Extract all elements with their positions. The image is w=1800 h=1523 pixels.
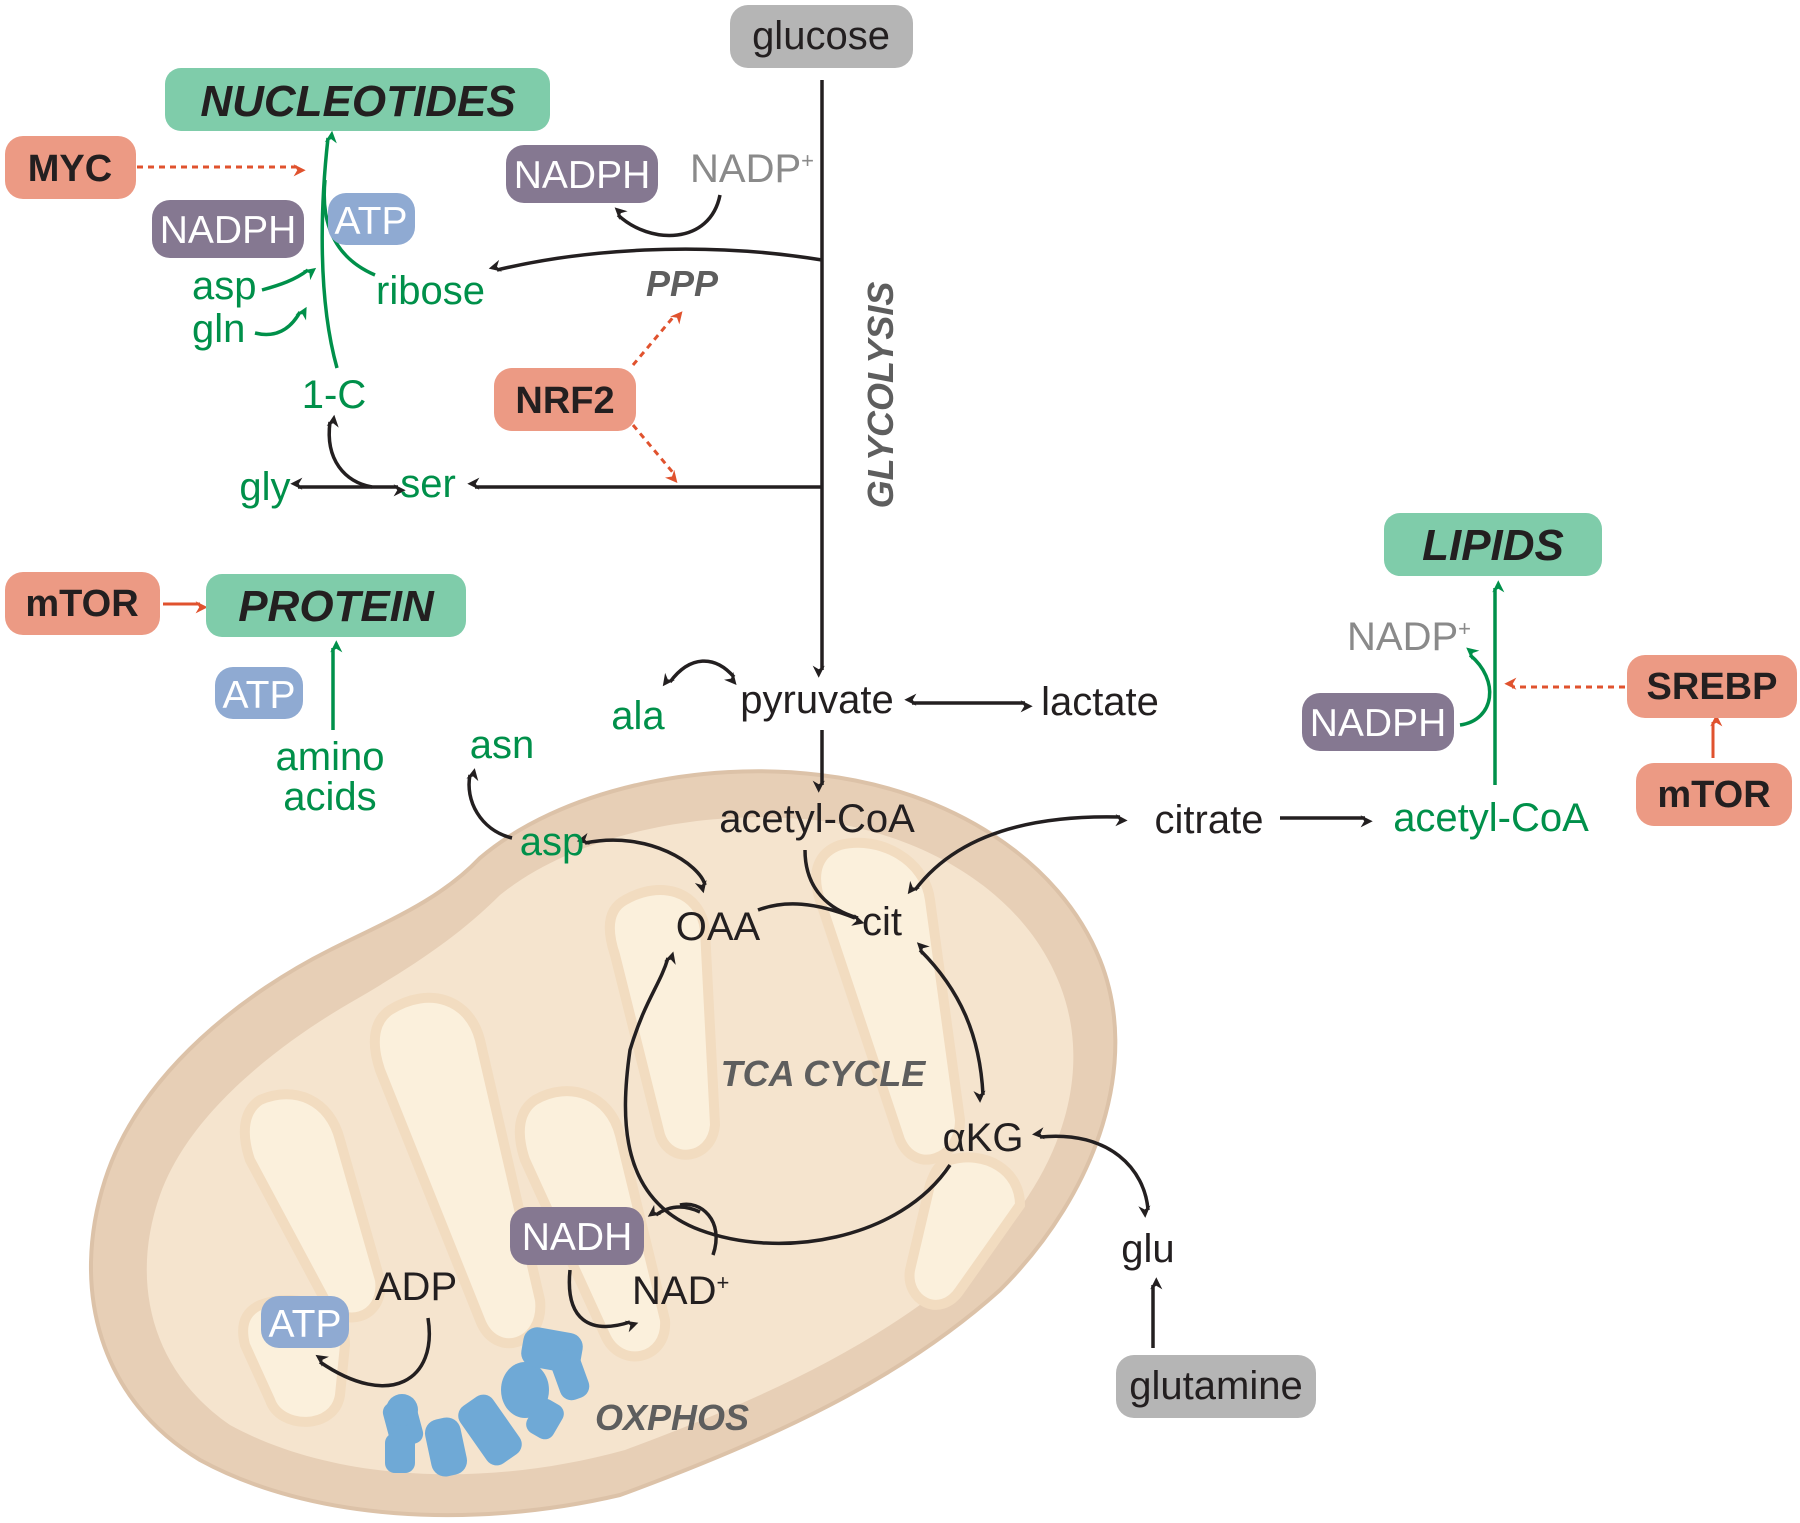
one-c-label: 1-C [302, 373, 366, 417]
lipids-label: LIPIDS [1422, 521, 1564, 570]
arrow-cit-citrate [907, 814, 1128, 895]
labels: glucose glutamine NUCLEOTIDES PROTEIN LI… [25, 14, 1777, 1438]
boxes [5, 5, 1797, 1418]
asn-label: asn [470, 723, 535, 767]
arrow-to-1c [326, 414, 373, 489]
arrow-1c-nucleotides [320, 130, 339, 369]
atp-oxphos-box [261, 1296, 349, 1348]
arrow-cit-akg [916, 942, 986, 1103]
adp-label: ADP [375, 1265, 457, 1309]
arrow-oaa-cit [757, 902, 856, 920]
mtor-lipid-label: mTOR [1657, 774, 1770, 816]
atp-nuc-label: ATP [335, 200, 408, 243]
mtor-lipid-box [1636, 763, 1792, 826]
nucleotides-label: NUCLEOTIDES [200, 77, 515, 126]
srebp-label: SREBP [1647, 666, 1778, 708]
oaa-label: OAA [676, 905, 761, 949]
regulatory-arrows [137, 164, 1723, 758]
arrow-akg-glu [1032, 1127, 1151, 1218]
arrow-nadph-nadp [1459, 647, 1492, 727]
gly-label: gly [239, 465, 290, 509]
atp-oxphos-label: ATP [269, 1303, 342, 1346]
asp-nuc-label: asp [192, 264, 257, 308]
glutamine-label: glutamine [1129, 1364, 1302, 1408]
tca-cycle-arc [623, 951, 952, 1246]
glucose-label: glucose [752, 14, 890, 58]
nadph-nuc-box [152, 200, 304, 258]
asp-label: asp [520, 820, 585, 864]
arrow-nrf2-ser [631, 424, 678, 484]
glu-label: glu [1121, 1227, 1174, 1271]
ser-label: ser [400, 462, 456, 506]
arrow-pyruvate-ala [662, 659, 737, 687]
gln-nuc-label: gln [192, 307, 245, 351]
arrow-asp-oaa [576, 832, 707, 894]
oxphos-label: OXPHOS [595, 1397, 749, 1438]
akg-label: αKG [943, 1116, 1024, 1160]
tca-cycle-label: TCA CYCLE [721, 1053, 927, 1094]
pyruvate-label: pyruvate [740, 678, 893, 722]
acetyl-coa-cyto-label: acetyl-CoA [1393, 796, 1589, 840]
mtor-protein-box [5, 572, 160, 635]
arrow-asp-nucleotides [261, 267, 317, 292]
lactate-label: lactate [1041, 680, 1159, 724]
arrow-nrf2-ppp [631, 311, 683, 366]
arrow-gln-nucleotides [254, 306, 307, 337]
arrow-asp-asn [466, 768, 513, 840]
ala-label: ala [611, 694, 665, 738]
nadph-ppp-box [506, 145, 658, 203]
arrow-nad-nadh-head [647, 1204, 701, 1217]
glycolysis-label: GLYCOLYSIS [860, 282, 901, 509]
atp-synthase [521, 1327, 590, 1401]
arrow-nadp-to-nadph [614, 194, 722, 238]
srebp-box [1627, 655, 1797, 718]
black-arrows [290, 80, 1373, 1388]
atp-protein-box [215, 667, 303, 719]
nrf2-label: NRF2 [515, 380, 614, 422]
atp-protein-label: ATP [223, 674, 296, 717]
arrow-to-ribose [488, 247, 823, 272]
arrow-nad-nadh [679, 1202, 718, 1256]
nadph-lipid-box [1302, 693, 1454, 751]
complex-ii [424, 1417, 468, 1477]
protein-label: PROTEIN [238, 582, 435, 631]
oxphos-complexes [382, 1327, 590, 1477]
nadp-lipid-label: NADP+ [1347, 615, 1471, 659]
nadp-ppp-label: NADP+ [690, 147, 814, 191]
glucose-box [730, 5, 913, 68]
complex-i [382, 1394, 424, 1473]
arrow-nadh-nad [567, 1269, 639, 1333]
arrow-adp-atp [315, 1317, 431, 1388]
mito-crista [239, 1089, 386, 1323]
mito-crista [904, 1152, 1026, 1310]
nrf2-box [494, 368, 636, 431]
amino-acids-label-1: amino [276, 735, 385, 779]
lipids-box [1384, 513, 1602, 576]
glutamine-box [1116, 1355, 1316, 1418]
nadph-nuc-label: NADPH [160, 209, 297, 252]
nucleotides-box [165, 68, 550, 131]
mtor-protein-label: mTOR [25, 583, 138, 625]
protein-box [206, 574, 466, 637]
ppp-label: PPP [646, 263, 719, 304]
ribose-label: ribose [376, 269, 485, 313]
acetyl-coa-mito-label: acetyl-CoA [719, 797, 915, 841]
atp-nuc-box [328, 193, 415, 245]
nadph-lipid-label: NADPH [1310, 702, 1447, 745]
complex-iii [458, 1394, 522, 1466]
complex-iv-b [526, 1398, 564, 1440]
cit-label: cit [862, 900, 902, 944]
nadh-box [510, 1207, 644, 1265]
green-arrows [254, 130, 1505, 785]
myc-label: MYC [28, 148, 112, 190]
citrate-label: citrate [1155, 798, 1264, 842]
myc-box [5, 136, 136, 199]
nad-label: NAD+ [632, 1269, 729, 1313]
nadh-label: NADH [522, 1216, 633, 1259]
nadph-ppp-label: NADPH [514, 154, 651, 197]
amino-acids-label-2: acids [283, 775, 376, 819]
